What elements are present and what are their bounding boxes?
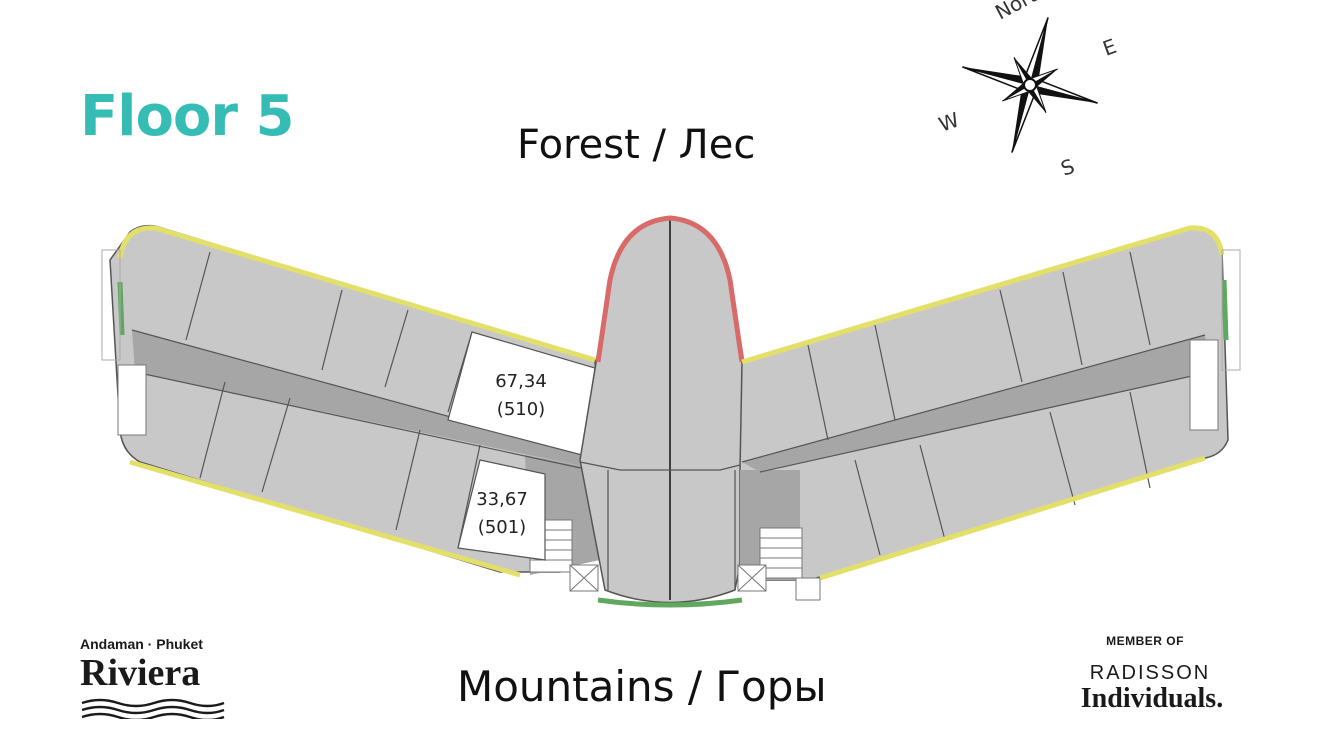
radisson-member-label: MEMBER OF (1106, 634, 1184, 648)
right-wing (737, 225, 1241, 601)
right-corridor (742, 335, 1210, 472)
compass-south-label: S (1058, 154, 1078, 181)
compass-east-label: E (1100, 34, 1120, 61)
left-wing (101, 224, 601, 592)
central-top-balcony (595, 215, 745, 363)
floor-title: Floor 5 (80, 84, 294, 149)
riviera-logo: Andaman · Phuket Riviera (80, 636, 226, 719)
right-end-terrace (1221, 249, 1241, 371)
radisson-individuals: Individuals. (1080, 683, 1224, 714)
central-block (579, 215, 761, 608)
orientation-top-label: Forest / Лес (517, 122, 756, 168)
unit-501-number: (501) (478, 517, 526, 538)
right-top-room-dividers (741, 251, 1211, 473)
compass-star-icon (962, 17, 1098, 153)
compass-west-label: W (936, 107, 963, 136)
riviera-logo-subtitle: Andaman · Phuket (80, 636, 203, 652)
left-bottom-room-dividers (199, 381, 481, 549)
right-bottom-room-dividers (854, 391, 1151, 556)
riviera-waves-icon (81, 698, 225, 719)
right-top-balcony (741, 225, 1225, 365)
unit-501-area: 33,67 (476, 489, 528, 510)
right-bottom-balcony (819, 455, 1206, 581)
left-end-terrace (101, 249, 121, 361)
left-top-balcony (117, 225, 596, 363)
riviera-logo-title: Riviera (80, 652, 201, 694)
central-bottom-balcony (597, 597, 743, 608)
radisson-brand: RADISSON (1089, 662, 1211, 684)
unit-510-area: 67,34 (495, 371, 547, 392)
left-bottom-balcony (129, 459, 521, 578)
unit-501[interactable] (457, 459, 546, 561)
unit-510-number: (510) (497, 399, 545, 420)
compass-rose: North E S W (936, 0, 1120, 181)
radisson-logo: MEMBER OF RADISSON Individuals. (1070, 634, 1260, 713)
right-end-balcony (1221, 279, 1229, 341)
compass-north-label: North (991, 0, 1052, 24)
orientation-bottom-label: Mountains / Горы (457, 662, 827, 711)
right-stairs (737, 339, 1219, 601)
left-corridor (132, 330, 600, 470)
